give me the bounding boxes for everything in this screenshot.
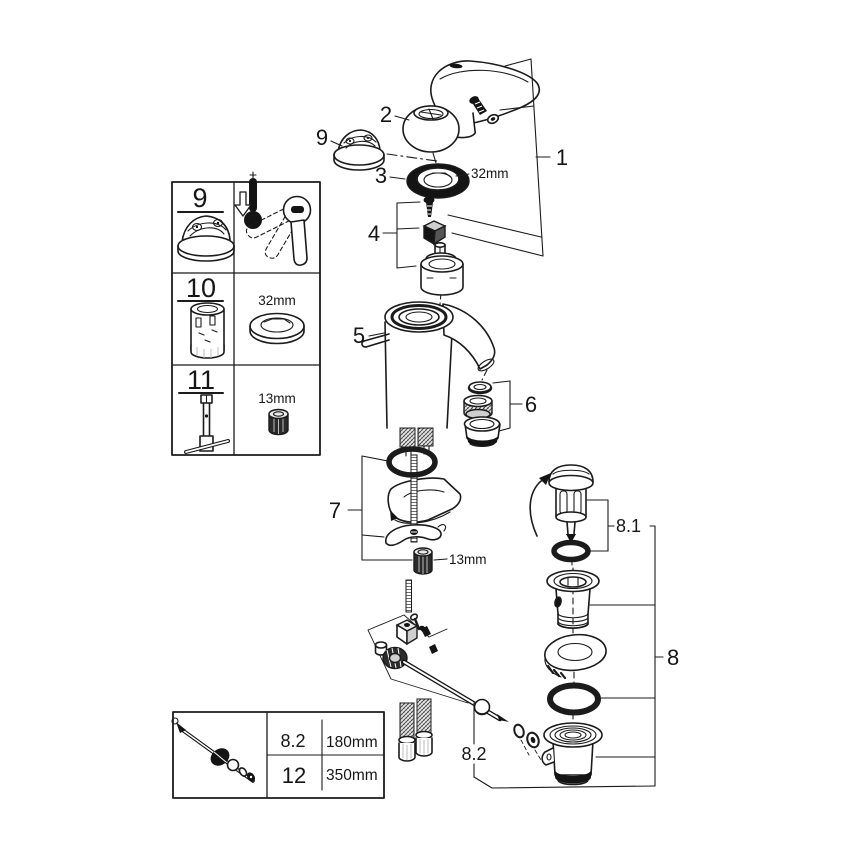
plug-seal-ring bbox=[551, 539, 591, 563]
cartridge-nut bbox=[422, 220, 447, 246]
body-o-ring bbox=[386, 446, 438, 478]
dim-32mm-leader bbox=[455, 173, 470, 177]
length-table-row2-length: 350mm bbox=[326, 767, 378, 784]
tools-row10-label: 10 bbox=[186, 273, 216, 303]
drain-tailpiece bbox=[541, 722, 603, 786]
nut-13mm-tool bbox=[268, 408, 289, 436]
callout-5-label: 5 bbox=[353, 323, 365, 348]
callout-2-label: 2 bbox=[380, 102, 392, 127]
callout-9-label: 9 bbox=[316, 125, 328, 150]
dim-13mm-label: 13mm bbox=[449, 552, 487, 567]
cartridge-sleeve-tool bbox=[190, 302, 225, 359]
callout-bracket-8 bbox=[589, 525, 664, 787]
callout-3-label: 3 bbox=[375, 163, 387, 188]
length-table-box: 8.2 180mm 12 350mm bbox=[171, 711, 385, 799]
callout-3-leader bbox=[389, 176, 406, 180]
callout-7-label: 7 bbox=[329, 498, 341, 523]
tools-row11-label: 11 bbox=[187, 365, 215, 395]
callout-bracket-7 bbox=[347, 455, 413, 561]
drain-flange bbox=[546, 569, 600, 629]
dim-13mm-leader bbox=[433, 558, 448, 561]
callout-bracket-8-2 bbox=[473, 702, 656, 789]
callout-8-2-label: 8.2 bbox=[461, 744, 486, 764]
callout-8-1-label: 8.1 bbox=[616, 516, 641, 536]
callout-bracket-8-1 bbox=[586, 499, 656, 552]
handle-screw bbox=[469, 96, 487, 115]
mounting-nut-13mm bbox=[413, 547, 433, 575]
drain-o-ring bbox=[547, 682, 601, 716]
faucet-body bbox=[361, 301, 496, 429]
tools-row9-label: 9 bbox=[192, 183, 207, 213]
lever-handle-icon bbox=[245, 195, 312, 266]
length-table-row1-length: 180mm bbox=[326, 734, 378, 751]
aerator-mesh bbox=[463, 394, 493, 420]
dome-cap-ring bbox=[402, 105, 460, 153]
rod-washers bbox=[513, 723, 542, 761]
rod-clamp-screws bbox=[419, 625, 438, 654]
temp-limiter-cap-tool bbox=[177, 215, 235, 262]
tools-box: 9 bbox=[171, 171, 321, 456]
popup-plug bbox=[548, 464, 594, 543]
temperature-limiter-cap bbox=[333, 129, 385, 171]
rod-clamp-screw-top bbox=[409, 613, 421, 631]
horizontal-rod-drawing bbox=[171, 717, 256, 783]
handle-screw-plug bbox=[486, 113, 500, 125]
callout-6-label: 6 bbox=[525, 392, 537, 417]
callout-bracket-1 bbox=[447, 58, 551, 257]
aerator-housing bbox=[463, 416, 501, 447]
horseshoe-washer bbox=[385, 524, 447, 547]
callout-1-label: 1 bbox=[556, 145, 568, 170]
aerator-washer bbox=[467, 381, 493, 395]
callout-bracket-6 bbox=[492, 380, 523, 432]
length-table-row2-ref: 12 bbox=[282, 763, 306, 788]
rod-clamp-block bbox=[395, 619, 419, 646]
knurled-nut bbox=[382, 646, 408, 670]
wedge-gasket bbox=[544, 633, 607, 680]
length-table-row1-ref: 8.2 bbox=[280, 731, 305, 751]
callout-8-label: 8 bbox=[667, 645, 679, 670]
callout-bracket-4 bbox=[382, 201, 421, 269]
ring-32mm-tool bbox=[249, 312, 305, 345]
callout-5-leader bbox=[368, 332, 385, 337]
rotate-arrow-icon bbox=[529, 473, 551, 537]
tools-row10-size: 32mm bbox=[258, 293, 296, 308]
threaded-rod bbox=[405, 454, 418, 613]
callout-2-leader bbox=[394, 115, 410, 121]
thermometer-down-icon bbox=[234, 171, 262, 229]
callout-9-leader bbox=[330, 140, 343, 147]
cartridge bbox=[420, 242, 464, 296]
popup-rod bbox=[401, 659, 509, 722]
hose-connectors bbox=[398, 698, 433, 762]
tools-row11-size: 13mm bbox=[258, 391, 296, 406]
callout-4-label: 4 bbox=[368, 221, 380, 246]
mounting-plate bbox=[387, 477, 462, 524]
escutcheon-ring bbox=[406, 163, 470, 199]
t-wrench-tool bbox=[184, 394, 230, 454]
dim-32mm-label: 32mm bbox=[471, 166, 509, 181]
cartridge-screw bbox=[423, 196, 435, 217]
